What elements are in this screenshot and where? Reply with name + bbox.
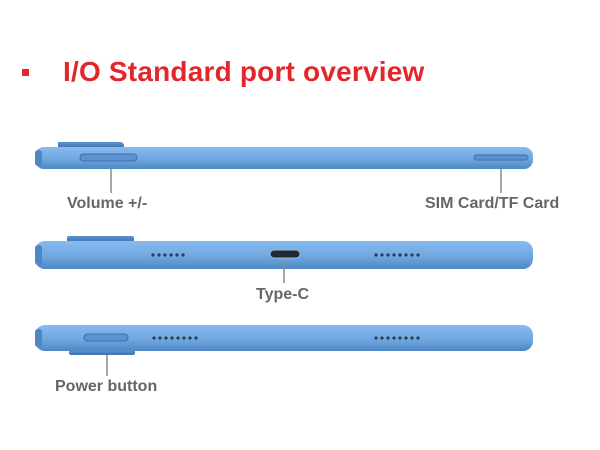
device-top-edge-left	[35, 150, 42, 166]
camera-bump	[58, 142, 124, 148]
power-key	[83, 333, 129, 342]
camera-bump-bottom	[67, 236, 134, 242]
page-title: I/O Standard port overview	[63, 56, 425, 87]
label-power-button: Power button	[55, 378, 158, 395]
speaker-grille-right	[374, 253, 420, 257]
title-row: I/O Standard port overview	[22, 54, 425, 90]
camera-bump-side	[69, 350, 135, 355]
label-type-c: Type-C	[256, 286, 310, 303]
volume-key	[79, 153, 138, 162]
label-sim-tf-card: SIM Card/TF Card	[425, 195, 560, 212]
title-bullet-icon	[22, 68, 29, 76]
device-side-edge-left	[35, 329, 42, 347]
device-side-body	[35, 325, 533, 351]
device-top-body	[35, 147, 533, 169]
sim-tray	[473, 154, 529, 161]
device-bottom-view	[35, 236, 533, 269]
type-c-port	[269, 249, 301, 259]
device-top-view	[35, 142, 533, 169]
leader-lines	[106, 169, 502, 376]
device-bottom-edge-left	[35, 245, 42, 265]
label-volume: Volume +/-	[67, 195, 148, 212]
speaker-grille-left	[151, 253, 185, 257]
speaker-grille-side-right	[374, 336, 420, 340]
speaker-grille-side-left	[152, 336, 198, 340]
device-side-view	[35, 325, 533, 355]
